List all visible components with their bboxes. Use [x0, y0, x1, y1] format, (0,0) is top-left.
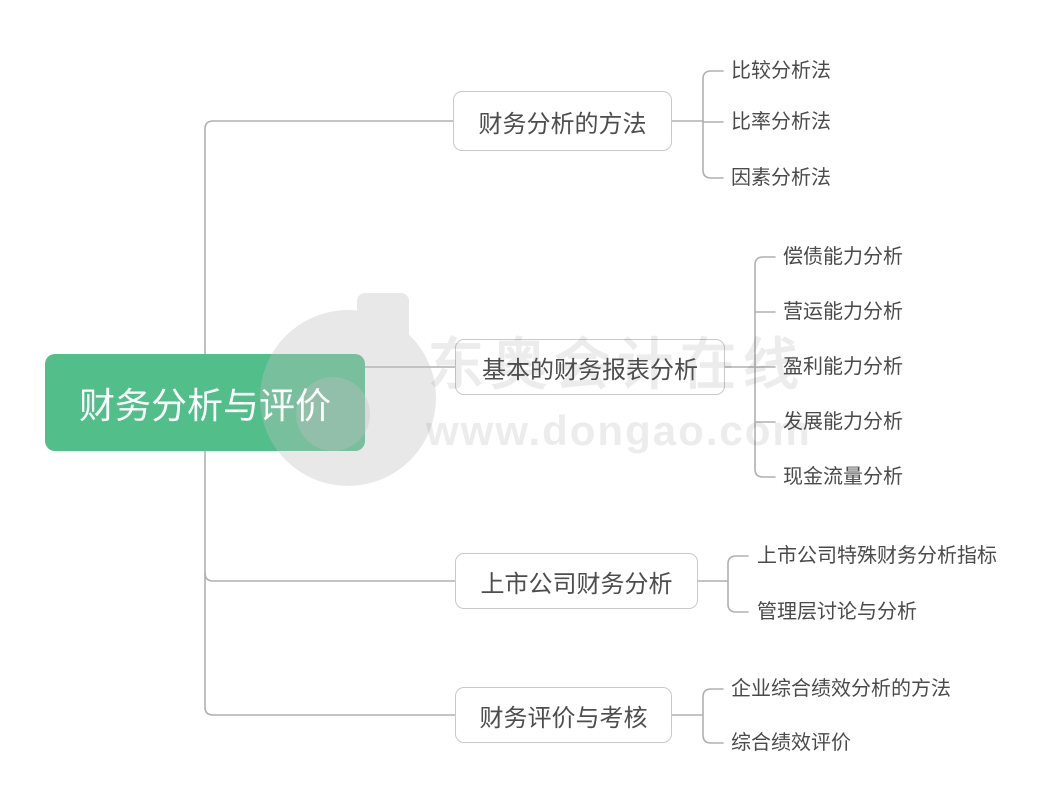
subtopic-label: 盈利能力分析: [783, 356, 903, 378]
subtopic-label: 综合绩效评价: [731, 732, 851, 754]
subtopic-label: 比率分析法: [731, 111, 831, 133]
branch-node-3-label: 上市公司财务分析: [480, 570, 673, 598]
branch1-children-bracket: [702, 70, 724, 179]
subtopic-label: 因素分析法: [731, 167, 831, 189]
subtopic-label: 比较分析法: [731, 60, 831, 82]
subtopic-label: 现金流量分析: [783, 466, 903, 488]
branch-node-1-label: 财务分析的方法: [478, 110, 647, 138]
branch-node-2-label: 基本的财务报表分析: [482, 356, 698, 384]
subtopic-label: 偿债能力分析: [783, 246, 903, 268]
branch-node-4-shape: [455, 687, 672, 743]
branch-node-3-shape: [455, 553, 698, 609]
root-node-label: 财务分析与评价: [78, 384, 331, 426]
root-node-shape: [45, 354, 365, 451]
branch3-children-bracket: [727, 555, 749, 613]
subtopic-label: 管理层讨论与分析: [757, 601, 917, 623]
subtopic-label: 企业综合绩效分析的方法: [731, 678, 951, 700]
branch3-connector: [204, 572, 456, 582]
subtopic-label: 发展能力分析: [783, 411, 903, 433]
watermark-brand-text: 东奥会计在线: [428, 333, 806, 396]
branch-node-1-shape: [453, 91, 672, 151]
subtopic-label: 营运能力分析: [783, 301, 903, 323]
watermark-url-text: www.dongao.com: [426, 407, 812, 454]
branch4-children-bracket: [702, 688, 724, 744]
subtopic-label: 上市公司特殊财务分析指标: [757, 545, 997, 567]
branch-node-4-label: 财务评价与考核: [479, 704, 648, 732]
branch-node-2-shape: [455, 339, 725, 395]
